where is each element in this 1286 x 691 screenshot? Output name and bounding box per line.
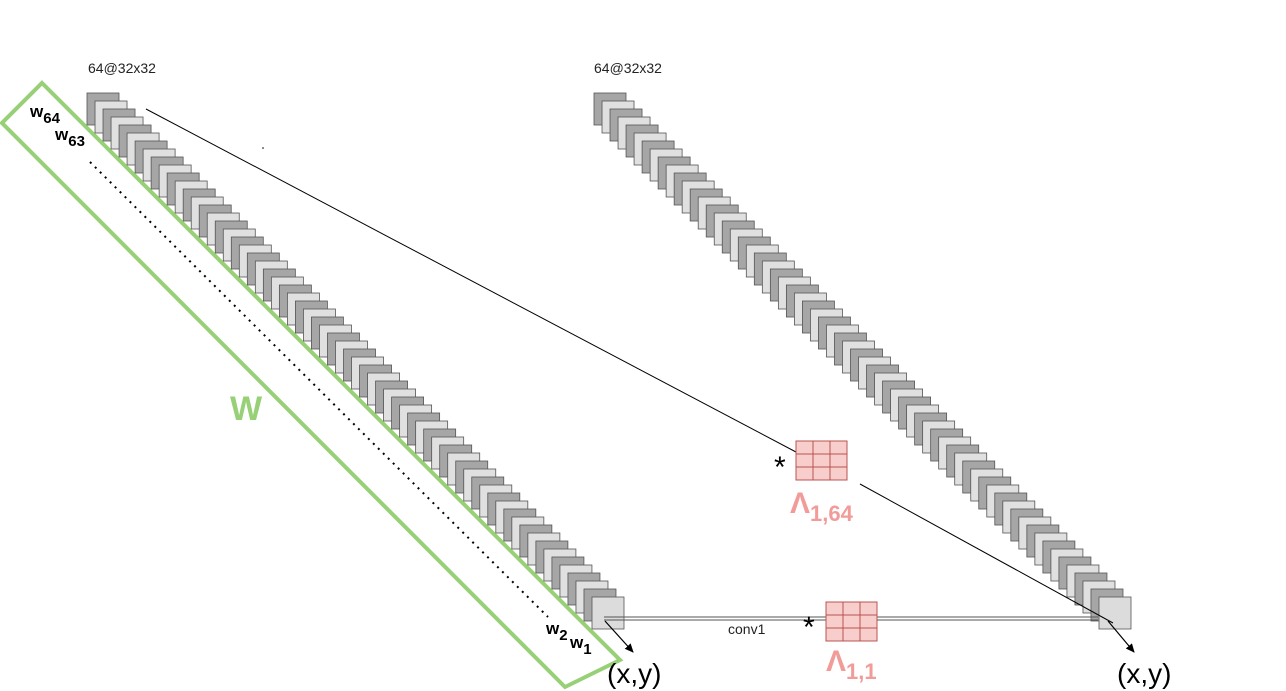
conv-label: conv1 <box>728 621 766 637</box>
weight-w2: w2 <box>545 619 568 644</box>
pixel-arrow-right <box>1107 620 1135 653</box>
pixel-coordinate-left: (x,y) <box>607 658 661 689</box>
weight-group-box <box>0 80 624 690</box>
weight-w63: w63 <box>54 125 85 150</box>
weight-group-label: W <box>230 390 263 428</box>
feature-map-sheet <box>1098 596 1132 630</box>
kernel-label-bottom: Λ1,1 <box>826 645 877 684</box>
left-stack-label: 64@32x32 <box>88 60 156 76</box>
right-feature-map-stack <box>593 92 1132 630</box>
convolution-operator-top: * <box>774 451 786 484</box>
convolution-operator-bottom: * <box>803 611 815 644</box>
kernel-label-top: Λ1,64 <box>790 487 854 526</box>
kernel-body <box>795 440 848 481</box>
kernel-lambda-1-1 <box>825 601 878 642</box>
weight-ellipsis-dots <box>89 161 549 618</box>
weight-w1: w1 <box>569 633 592 658</box>
weight-w64: w64 <box>29 102 61 127</box>
connector-kernel-to-right <box>859 483 1114 624</box>
left-feature-map-stack <box>86 92 625 630</box>
pixel-arrow-left <box>604 620 634 653</box>
kernel-body <box>825 601 878 642</box>
stray-dot <box>262 147 264 149</box>
connector-top-to-kernel <box>145 108 797 453</box>
right-stack-label: 64@32x32 <box>594 60 662 76</box>
pixel-coordinate-right: (x,y) <box>1117 658 1171 689</box>
kernel-lambda-1-64 <box>795 440 848 481</box>
